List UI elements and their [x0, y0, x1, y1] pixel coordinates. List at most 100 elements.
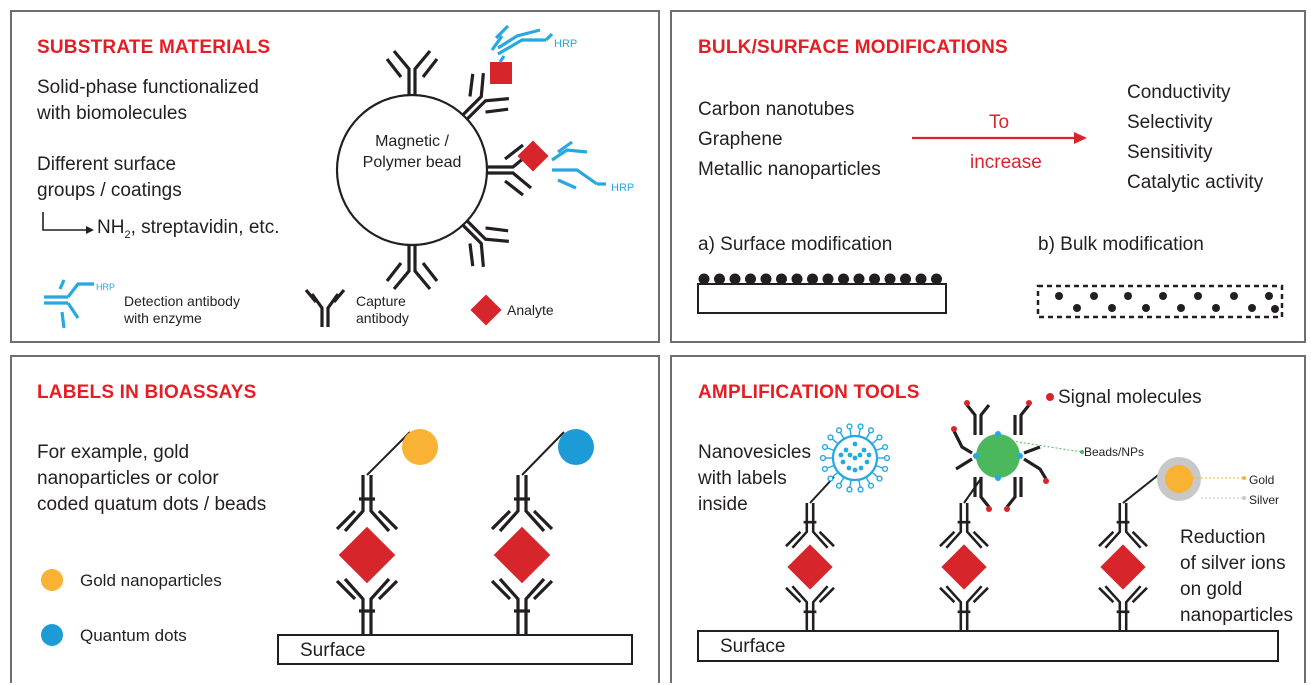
vesicle-spike-tip — [827, 434, 834, 441]
labels-title: LABELS IN BIOASSAYS — [37, 382, 257, 403]
vesicle-spike — [865, 431, 871, 440]
surface-dot — [729, 273, 741, 285]
vesicle-spike-tip — [821, 465, 829, 473]
vesicle-spike-tip — [883, 454, 891, 462]
vesicle-spike — [875, 447, 884, 452]
amplification-panel: AMPLIFICATION TOOLS Signal molecules Nan… — [670, 355, 1306, 683]
vesicle-spike — [865, 476, 871, 485]
gold-nanoparticle — [402, 429, 438, 465]
surface-dot — [915, 273, 927, 285]
amplification-surface: Surface — [720, 636, 786, 657]
vesicle-spike — [826, 464, 835, 469]
vesicle-spike — [826, 447, 835, 452]
vesicle-spike-tip — [846, 486, 853, 493]
labels-surface: Surface — [300, 640, 366, 661]
vesicle-label-dot — [864, 459, 870, 465]
vesicle-spike — [839, 476, 845, 485]
vesicle-label-dot — [852, 455, 858, 461]
vesicle-label-dot — [852, 467, 858, 473]
surface-dot — [853, 273, 865, 285]
gold-legend-icon — [41, 569, 63, 591]
substrate-panel: SUBSTRATE MATERIALS Solid-phase function… — [10, 10, 660, 343]
vesicle-spike — [849, 479, 852, 488]
reduction-label: Reduction of silver ions on gold nanopar… — [1180, 527, 1294, 626]
surface-dot — [807, 273, 818, 285]
vesicle-spike-tip — [881, 443, 889, 451]
property-2: Sensitivity — [1127, 142, 1213, 163]
vesicle-label-dot — [847, 452, 853, 458]
property-1: Selectivity — [1127, 112, 1213, 133]
vesicle-spike-tip — [835, 482, 843, 489]
vesicle-spike-tip — [821, 443, 829, 451]
vesicle-spike — [871, 438, 879, 445]
vesicle-spike-tip — [881, 465, 889, 473]
property-0: Conductivity — [1127, 82, 1231, 103]
vesicle-label-dot — [846, 465, 852, 471]
vesicle-spike-tip — [827, 475, 834, 482]
vesicle-label-dot — [843, 447, 849, 453]
beads-label: Beads/NPs — [1084, 445, 1145, 459]
sandwich-b — [938, 501, 990, 633]
bulk-mod-label: b) Bulk modification — [1038, 234, 1204, 255]
sandwich-a — [784, 501, 836, 633]
vesicle-label-dot — [852, 441, 858, 447]
quantum-dot — [558, 429, 594, 465]
surface-dot — [714, 273, 725, 285]
surface-dot — [791, 273, 803, 285]
vesicle-spike-tip — [867, 482, 875, 489]
surface-dot — [822, 273, 834, 285]
vesicle-spike — [871, 471, 879, 478]
vesicle-spike — [839, 431, 845, 440]
gold-label: Gold — [1249, 473, 1275, 487]
qd-legend-icon — [41, 624, 63, 646]
vesicle-label-dot — [861, 447, 867, 453]
bulk-title: BULK/SURFACE MODIFICATIONS — [698, 37, 1008, 58]
gold-silver-nanoparticle — [1157, 457, 1246, 501]
surface-mod-label: a) Surface modification — [698, 234, 893, 255]
silver-label: Silver — [1249, 493, 1280, 507]
hrp-legend-label: HRP — [96, 282, 115, 292]
substrate-line2: Different surface groups / coatings — [37, 154, 182, 201]
surface-dot — [745, 273, 756, 285]
vesicle-spike — [858, 428, 861, 437]
surface-dot — [776, 273, 787, 285]
vesicle-spike-tip — [867, 427, 875, 434]
nanovesicle — [819, 423, 891, 493]
bead-label: Magnetic / Polymer bead — [362, 133, 462, 171]
material-2: Metallic nanoparticles — [698, 159, 881, 180]
vesicle-spike-tip — [846, 423, 853, 430]
labels-graphics — [41, 429, 633, 665]
vesicle-spike — [849, 428, 852, 437]
bead-with-signal — [951, 400, 1084, 512]
vesicle-spike-tip — [819, 454, 827, 462]
arrow-bottom-text: increase — [970, 152, 1042, 173]
vesicle-spike-tip — [857, 486, 864, 493]
nanovesicles-label: Nanovesicles with labels inside — [698, 442, 811, 515]
sandwich-1 — [335, 473, 399, 637]
substrate-line1: Solid-phase functionalized with biomolec… — [37, 77, 259, 124]
vesicle-spike-tip — [857, 423, 864, 430]
hrp-label-right: HRP — [611, 182, 634, 194]
amplification-graphics — [697, 393, 1279, 662]
labels-panel: LABELS IN BIOASSAYS For example, gold na… — [10, 355, 660, 683]
material-0: Carbon nanotubes — [698, 99, 855, 120]
surface-dot — [884, 273, 896, 285]
legend-detection: Detection antibody with enzyme — [124, 293, 240, 326]
detection-antibody-icon — [44, 279, 94, 329]
property-3: Catalytic activity — [1127, 172, 1264, 193]
vesicle-spike — [875, 464, 884, 469]
labels-description: For example, gold nanoparticles or color… — [37, 442, 267, 515]
hrp-label-top: HRP — [554, 38, 577, 50]
vesicle-spike — [831, 438, 839, 445]
arrow-top-text: To — [989, 112, 1010, 133]
analyte-icon — [470, 294, 502, 326]
substrate-graphics: HRP HRP HRP — [42, 24, 634, 329]
vesicle-spike-tip — [835, 427, 843, 434]
sandwich-c — [1097, 501, 1149, 633]
vesicle-label-dot — [866, 452, 872, 458]
signal-molecule-icon — [1046, 393, 1054, 401]
material-1: Graphene — [698, 129, 783, 150]
substrate-arrow-text: NH2, streptavidin, etc. — [97, 217, 280, 241]
vesicle-label-dot — [857, 452, 863, 458]
vesicle-spike — [858, 479, 861, 488]
